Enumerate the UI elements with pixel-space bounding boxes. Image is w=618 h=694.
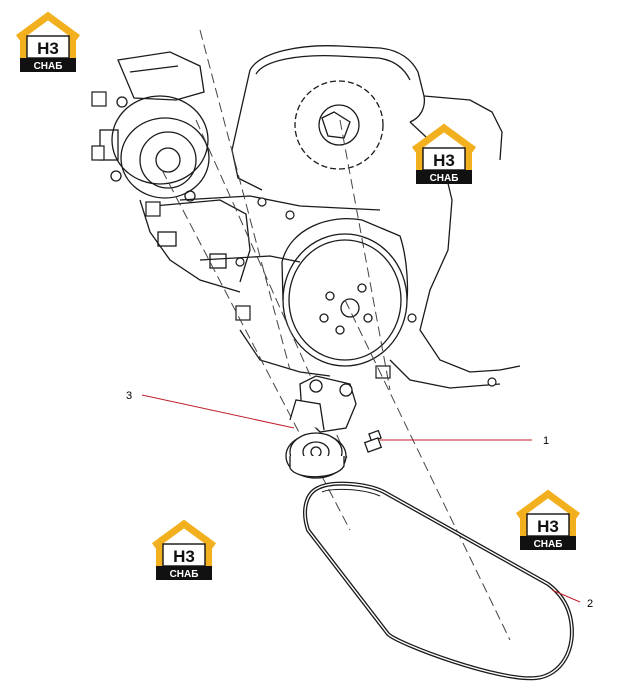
svg-text:CHAБ: CHAБ <box>534 539 563 550</box>
compressor <box>99 51 251 293</box>
watermark-logo: H3 CHAБ <box>518 492 578 550</box>
watermark-logo: H3 CHAБ <box>414 126 474 184</box>
callout-leaders <box>141 394 581 603</box>
engine-block <box>179 45 521 389</box>
svg-text:CHAБ: CHAБ <box>34 61 63 72</box>
belt-centerlines <box>161 29 511 641</box>
belt-tensioner <box>285 375 357 479</box>
callout-2: 2 <box>587 598 593 610</box>
crankshaft-pulley <box>281 218 409 367</box>
svg-text:H3: H3 <box>37 39 59 58</box>
bolt <box>363 429 383 453</box>
svg-text:CHAБ: CHAБ <box>430 173 459 184</box>
callout-1: 1 <box>543 435 549 447</box>
watermark-logo: H3 CHAБ <box>154 522 214 580</box>
svg-text:H3: H3 <box>173 547 195 566</box>
callout-3: 3 <box>126 390 132 402</box>
svg-text:H3: H3 <box>537 517 559 536</box>
svg-text:CHAБ: CHAБ <box>170 569 199 580</box>
serpentine-belt <box>303 481 574 681</box>
watermark-logo: H3 CHAБ <box>18 14 78 72</box>
mounting-hardware <box>91 91 497 387</box>
svg-text:H3: H3 <box>433 151 455 170</box>
